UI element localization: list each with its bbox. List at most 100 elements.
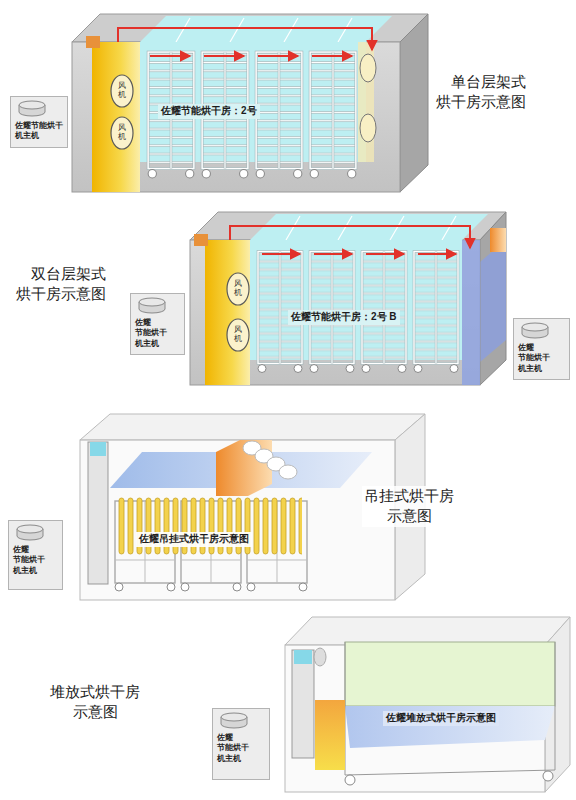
host-fan-cylinder <box>136 296 170 316</box>
single-rack-room-drawing <box>230 18 244 42</box>
single-rack-room-drawing <box>118 28 372 50</box>
room-caption: 佐耀节能烘干房：2号 <box>158 104 260 119</box>
room-caption: 佐耀吊挂式烘干房示意图 <box>136 532 252 547</box>
caption-label: 双台层架式 烘干房示意图 <box>14 264 108 305</box>
room-caption: 佐耀节能烘干房：2号 B <box>288 310 400 325</box>
single-rack-room-drawing <box>338 18 352 42</box>
host-fan-cylinder <box>16 99 50 119</box>
dryer-host-unit: 佐耀 节能烘干 机主机 <box>212 708 270 780</box>
single-rack-room-drawing <box>400 14 428 192</box>
drying-room: 佐耀节能烘干房：2号风机风机 <box>72 42 400 192</box>
hanging-room-drawing <box>88 442 108 584</box>
drying-room: 佐耀吊挂式烘干房示意图 <box>80 440 395 600</box>
double-rack-room-drawing <box>262 253 300 255</box>
dryer-host-unit: 佐耀 节能烘干 机主机 <box>130 293 185 355</box>
host-unit-text: 佐耀 节能烘干 机主机 <box>518 343 550 374</box>
double-rack-room-drawing <box>286 216 300 240</box>
hanging-room-drawing <box>279 465 297 479</box>
single-rack-room-drawing <box>312 55 352 57</box>
hanging-room-drawing <box>80 414 425 440</box>
stacking-room-drawing <box>285 617 570 645</box>
drying-room: 佐耀堆放式烘干房示意图 <box>285 645 545 792</box>
stacking-room-drawing <box>345 706 555 748</box>
stacking-room-drawing <box>294 650 312 664</box>
drying-room: 佐耀节能烘干房：2号 B风机风机 <box>190 240 480 385</box>
caption-label: 单台层架式 烘干房示意图 <box>434 72 528 113</box>
single-rack-room-drawing <box>72 42 400 192</box>
host-unit-text: 佐耀 节能烘干 机主机 <box>13 545 45 576</box>
single-rack-room-drawing <box>360 114 376 142</box>
fan-outline <box>111 75 133 107</box>
double-rack-room-drawing <box>480 212 506 385</box>
single-rack-room-drawing <box>72 14 428 192</box>
stacking-room-drawing <box>555 642 556 770</box>
single-rack-room-drawing <box>86 36 100 48</box>
single-rack-room-drawing <box>258 55 298 57</box>
host-fan-cylinder <box>14 523 48 543</box>
fan-outline <box>227 273 249 305</box>
hanging-room-drawing <box>116 494 302 556</box>
room-caption: 佐耀堆放式烘干房示意图 <box>383 711 499 726</box>
dryer-host-unit: 佐耀节能烘干 机主机 <box>10 96 68 148</box>
stacking-room-drawing <box>345 770 555 775</box>
dryer-host-unit: 佐耀 节能烘干 机主机 <box>513 318 570 380</box>
host-fan-cylinder <box>519 321 553 341</box>
fan-outline <box>227 319 249 351</box>
double-rack-room-drawing <box>442 216 456 240</box>
stacking-room-drawing <box>314 648 326 666</box>
double-rack-room-drawing <box>490 228 506 252</box>
double-rack-room-drawing <box>205 240 250 385</box>
double-rack-room-drawing <box>418 253 456 255</box>
caption-label: 吊挂式烘干房 示意图 <box>362 486 456 527</box>
fan-unit: 风机 <box>226 272 250 306</box>
hanging-room-drawing <box>90 442 106 456</box>
stacking-room-drawing <box>292 650 314 758</box>
fan-text: 风机 <box>234 280 242 298</box>
host-unit-text: 佐耀节能烘干 机主机 <box>15 121 63 142</box>
fan-unit: 风机 <box>226 318 250 352</box>
single-rack-room-drawing <box>92 42 140 192</box>
fan-text: 风机 <box>234 326 242 344</box>
hanging-room-drawing <box>216 440 272 496</box>
double-rack-room-drawing <box>194 234 208 246</box>
host-fan-cylinder <box>17 525 43 533</box>
fan-text: 风机 <box>118 124 126 142</box>
stacking-room-drawing <box>345 642 555 706</box>
single-rack-room-drawing <box>204 55 244 57</box>
single-rack-room-drawing <box>256 52 302 178</box>
single-rack-room-drawing <box>176 18 190 42</box>
single-rack-room-drawing <box>310 52 356 178</box>
double-rack-room-drawing <box>462 240 480 385</box>
double-rack-room-drawing <box>480 240 506 362</box>
host-unit-text: 佐耀 节能烘干 机主机 <box>135 318 167 349</box>
single-rack-room-drawing <box>284 18 298 42</box>
double-rack-room-drawing <box>366 253 404 255</box>
host-fan-cylinder <box>522 323 548 331</box>
fan-text: 风机 <box>118 82 126 100</box>
host-fan-cylinder <box>218 711 252 731</box>
double-rack-room-drawing <box>314 253 352 255</box>
host-fan-cylinder <box>139 298 165 306</box>
double-rack-room-drawing <box>338 216 352 240</box>
stacking-room-drawing <box>315 700 345 770</box>
stacking-room-drawing <box>543 771 553 781</box>
double-rack-room-drawing <box>190 240 480 385</box>
single-rack-room-drawing <box>150 55 190 57</box>
hanging-room-drawing <box>80 440 395 600</box>
dryer-host-unit: 佐耀 节能烘干 机主机 <box>8 520 63 590</box>
host-fan-cylinder <box>19 101 45 109</box>
single-rack-room-drawing <box>360 54 376 82</box>
fan-unit: 风机 <box>110 74 134 108</box>
host-unit-text: 佐耀 节能烘干 机主机 <box>217 733 249 764</box>
double-rack-room-drawing <box>230 226 470 248</box>
stacking-room-drawing <box>285 617 570 792</box>
fan-outline <box>111 117 133 149</box>
double-rack-room-drawing <box>414 252 458 373</box>
double-rack-room-drawing <box>390 216 404 240</box>
stacking-room-drawing <box>345 775 355 785</box>
